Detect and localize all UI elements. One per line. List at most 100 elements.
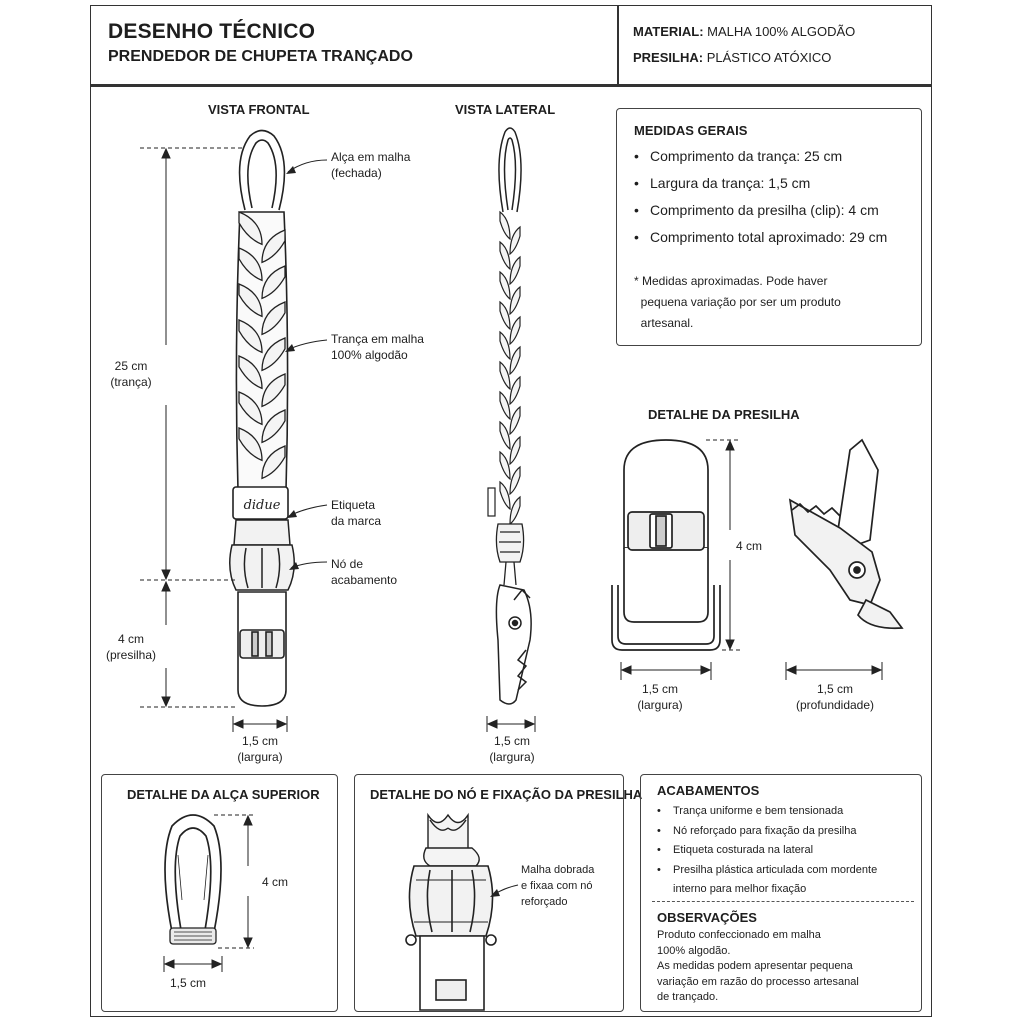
knot-detail-box xyxy=(354,774,624,1012)
clip-height-dimension: 4 cm xyxy=(736,539,763,553)
clip-width-dimension: 1,5 cm (largura) xyxy=(637,682,683,712)
braid-strand xyxy=(509,285,521,316)
loop-width-dimension: 1,5 cm xyxy=(170,976,207,990)
braid-strand xyxy=(238,211,263,246)
page-subtitle: PRENDEDOR DE CHUPETA TRANÇADO xyxy=(108,48,413,65)
list-item: Comprimento total aproximado: 29 cm xyxy=(634,224,919,251)
finishes-box xyxy=(640,774,922,1012)
braid-strand xyxy=(509,255,521,286)
braid-strand xyxy=(499,480,511,511)
finishes-title: ACABAMENTOS xyxy=(657,783,760,798)
brand-tag xyxy=(232,486,289,520)
list-item: Largura da trança: 1,5 cm xyxy=(634,170,919,197)
front-width-dimension: 1,5 cm (largura) xyxy=(237,734,283,764)
callout-braid: Trança em malha 100% algodão xyxy=(331,332,424,362)
callout-loop: Alça em malha (fechada) xyxy=(331,150,411,180)
observations-text: Produto confeccionado em malha 100% algo… xyxy=(657,929,859,1003)
braid-strand xyxy=(509,435,521,466)
braid-strand xyxy=(499,450,511,481)
braid-strand xyxy=(509,375,521,406)
title-block xyxy=(90,5,932,85)
braid-strand xyxy=(509,225,521,256)
finishing-knot xyxy=(229,519,295,591)
braid-strand xyxy=(509,315,521,346)
braid-strand xyxy=(238,427,263,462)
braid-strand xyxy=(238,355,263,390)
list-item: Nó reforçado para fixação da presilha xyxy=(657,822,917,842)
braid-strand xyxy=(499,360,511,391)
braid-strand xyxy=(499,390,511,421)
title-block-divider xyxy=(617,5,619,85)
loop-height-dimension: 4 cm xyxy=(262,875,289,889)
material-spec: MATERIAL: MALHA 100% ALGODÃO xyxy=(633,24,855,39)
braid-strand xyxy=(509,345,521,376)
braid-strand xyxy=(499,300,511,331)
braid-strand xyxy=(499,210,511,241)
finishes-divider xyxy=(652,901,914,902)
knot-clip xyxy=(405,934,497,1011)
front-view-title: VISTA FRONTAL xyxy=(208,102,310,117)
general-measures-box xyxy=(616,108,922,346)
observations-title: OBSERVAÇÕES xyxy=(657,910,757,925)
knot-body xyxy=(408,865,494,937)
side-clip xyxy=(495,584,532,705)
braid-strand xyxy=(261,445,286,480)
finishes-list: Trança uniforme e bem tensionada Nó refo… xyxy=(657,802,917,900)
braid-strand xyxy=(261,337,286,372)
side-tag xyxy=(487,487,496,517)
clip-front-large xyxy=(611,439,721,651)
list-item: Presilha plástica articulada com mordent… xyxy=(657,861,917,900)
clip-value: PLÁSTICO ATÓXICO xyxy=(706,50,832,65)
clip-side-large xyxy=(788,438,904,630)
braid-length-dimension: 25 cm (trança) xyxy=(110,359,152,389)
header-rule xyxy=(90,85,932,87)
general-measures-list: Comprimento da trança: 25 cm Largura da … xyxy=(634,143,919,251)
list-item: Etiqueta costurada na lateral xyxy=(657,841,917,861)
braid-strand xyxy=(261,229,286,264)
clip-length-dimension: 4 cm (presilha) xyxy=(105,632,156,662)
list-item: Comprimento da presilha (clip): 4 cm xyxy=(634,197,919,224)
side-width-dimension: 1,5 cm (largura) xyxy=(489,734,535,764)
loop-binding xyxy=(169,927,217,945)
loop-detail-box xyxy=(101,774,338,1012)
measures-note: * Medidas aproximadas. Pode haver pequen… xyxy=(634,274,841,330)
clip-label: PRESILHA: xyxy=(633,50,704,65)
clip-depth-dimension: 1,5 cm (profundidade) xyxy=(795,682,875,712)
clip-detail-title: DETALHE DA PRESILHA xyxy=(648,407,800,422)
braid-strand xyxy=(509,405,521,436)
braid-strand xyxy=(261,301,286,336)
braid-strand xyxy=(238,319,263,354)
knot-callout: Malha dobrada e fixaa com nó reforçado xyxy=(521,864,595,908)
page-title: DESENHO TÉCNICO xyxy=(108,20,316,43)
list-item: Trança uniforme e bem tensionada xyxy=(657,802,917,822)
clip-spec: PRESILHA: PLÁSTICO ATÓXICO xyxy=(633,50,831,65)
braid-strand xyxy=(238,247,263,282)
braid-strand xyxy=(261,265,286,300)
side-view-title: VISTA LATERAL xyxy=(455,102,556,117)
callout-knot: Nó de acabamento xyxy=(331,557,398,587)
callout-tag: Etiqueta da marca xyxy=(331,498,382,528)
braid-strand xyxy=(499,330,511,361)
knot-detail-title: DETALHE DO NÓ E FIXAÇÃO DA PRESILHA xyxy=(370,787,643,802)
braid-strand xyxy=(238,391,263,426)
side-knot xyxy=(495,523,525,586)
material-value: MALHA 100% ALGODÃO xyxy=(707,24,856,39)
braid-strand xyxy=(499,420,511,451)
braid-strand xyxy=(238,283,263,318)
front-clip xyxy=(237,591,287,707)
braid-strand xyxy=(261,373,286,408)
material-label: MATERIAL: xyxy=(633,24,704,39)
brand-tag-text: didue xyxy=(244,498,281,513)
loop-detail-title: DETALHE DA ALÇA SUPERIOR xyxy=(127,787,320,802)
braid-strand xyxy=(499,240,511,271)
braid-strand xyxy=(261,409,286,444)
general-measures-title: MEDIDAS GERAIS xyxy=(634,123,748,138)
braid-strand xyxy=(509,465,521,496)
list-item: Comprimento da trança: 25 cm xyxy=(634,143,919,170)
braid-strand xyxy=(499,270,511,301)
